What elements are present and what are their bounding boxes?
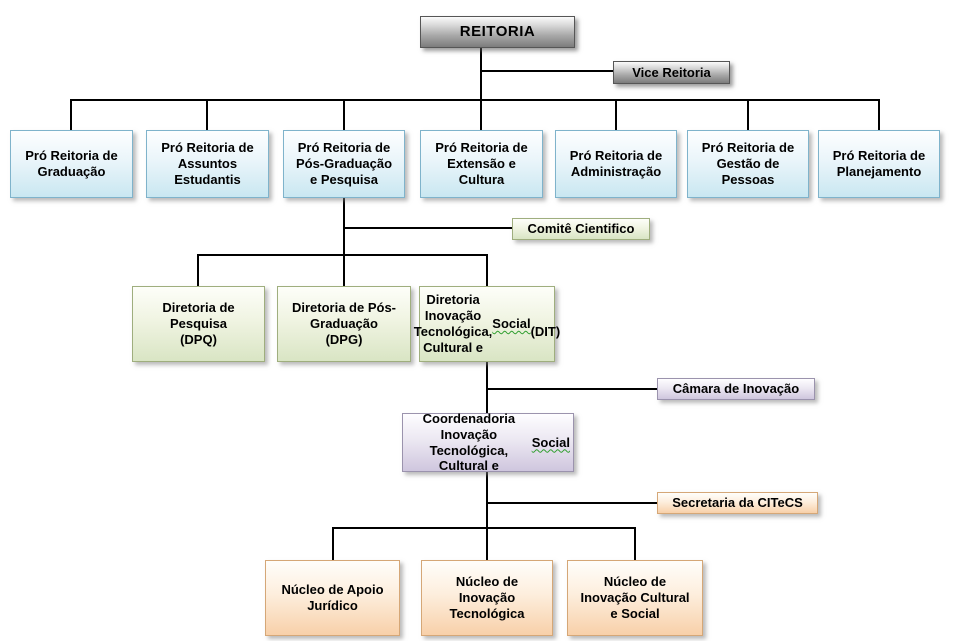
connector-stub-dit	[486, 254, 488, 286]
node-nucleo-inovacao-cultural-social: Núcleo de Inovação Cultural e Social	[567, 560, 703, 636]
node-reitoria: REITORIA	[420, 16, 575, 48]
connector-stub-juridico	[332, 527, 334, 560]
connector-stub-graduacao	[70, 99, 72, 130]
spellcheck-word: Social	[531, 434, 570, 450]
connector-vice-branch	[481, 70, 613, 72]
node-pro-reitoria-pos-graduacao-pesquisa: Pró Reitoria de Pós-Graduação e Pesquisa	[283, 130, 405, 198]
node-pro-reitoria-assuntos-estudantis: Pró Reitoria de Assuntos Estudantis	[146, 130, 269, 198]
connector-comite-branch	[343, 227, 512, 229]
node-pro-reitoria-graduacao: Pró Reitoria de Graduação	[10, 130, 133, 198]
connector-nucleos-bus	[332, 527, 636, 529]
node-camara-inovacao: Câmara de Inovação	[657, 378, 815, 400]
node-secretaria-citecs: Secretaria da CITeCS	[657, 492, 818, 514]
connector-dit-spine	[486, 362, 488, 413]
spellcheck-word: Social	[492, 316, 531, 332]
connector-camara-branch	[486, 388, 657, 390]
node-diretoria-pesquisa-dpq: Diretoria de Pesquisa (DPQ)	[132, 286, 265, 362]
connector-stub-tecnologica	[486, 527, 488, 560]
node-diretoria-pos-graduacao-dpg: Diretoria de Pós- Graduação (DPG)	[277, 286, 411, 362]
connector-stub-assuntos	[206, 99, 208, 130]
node-label: Coordenadoria Inovação Tecnológica, Cult…	[422, 410, 516, 474]
node-pro-reitoria-planejamento: Pró Reitoria de Planejamento	[818, 130, 940, 198]
connector-stub-dpq	[197, 254, 199, 286]
connector-row1-bus	[70, 99, 880, 101]
node-pro-reitoria-extensao-cultura: Pró Reitoria de Extensão e Cultura	[420, 130, 543, 198]
node-comite-cientifico: Comitê Cientifico	[512, 218, 650, 240]
node-diretoria-inovacao-dit: Diretoria Inovação Tecnológica, Cultural…	[414, 286, 560, 362]
connector-stub-cultural	[634, 527, 636, 560]
node-coordenadoria-inovacao: Coordenadoria Inovação Tecnológica, Cult…	[402, 410, 574, 474]
connector-root-spine	[480, 47, 482, 130]
node-label: (DIT)	[530, 324, 561, 339]
node-vice-reitoria: Vice Reitoria	[613, 61, 730, 84]
connector-coordenadoria-spine	[486, 472, 488, 529]
connector-secretaria-branch	[486, 502, 657, 504]
connector-diretorias-bus	[197, 254, 488, 256]
node-pro-reitoria-gestao-pessoas: Pró Reitoria de Gestão de Pessoas	[687, 130, 809, 198]
connector-stub-dpg	[343, 254, 345, 286]
node-nucleo-inovacao-tecnologica: Núcleo de Inovação Tecnológica	[421, 560, 553, 636]
connector-stub-gestao	[747, 99, 749, 130]
connector-stub-planejamento	[878, 99, 880, 130]
connector-stub-posgrad	[343, 99, 345, 130]
node-label: Diretoria Inovação Tecnológica, Cultural…	[413, 292, 493, 355]
node-pro-reitoria-administracao: Pró Reitoria de Administração	[555, 130, 677, 198]
connector-stub-administracao	[615, 99, 617, 130]
node-nucleo-apoio-juridico: Núcleo de Apoio Jurídico	[265, 560, 400, 636]
